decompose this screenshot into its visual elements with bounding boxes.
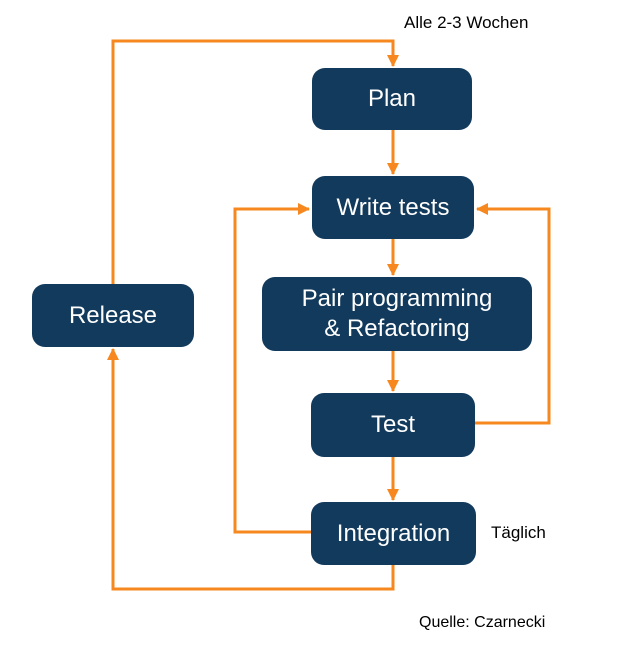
node-release: Release [32,284,194,347]
source-credit: Quelle: Czarnecki [419,614,546,631]
connector-integration-to-release [107,348,395,591]
daily-note: Täglich [491,523,546,542]
connector-test-to-write-tests [475,203,551,425]
connector-integration-to-write-tests [233,203,311,534]
node-write-tests: Write tests [312,176,474,239]
node-test-label: Test [370,411,415,438]
node-plan: Plan [312,68,472,130]
node-integration: Integration [311,502,476,565]
cycle-duration-note: Alle 2-3 Wochen [404,13,529,32]
node-plan-label: Plan [367,85,417,112]
node-pair-programming: Pair programming & Refactoring [262,277,532,351]
node-test: Test [311,393,475,457]
node-pair-programming-label-line1: Pair programming [301,285,493,312]
node-integration-label: Integration [336,519,451,547]
node-release-label: Release [68,301,158,329]
node-pair-programming-label-line2: & Refactoring [324,315,470,342]
node-write-tests-label: Write tests [336,193,450,221]
connector-release-to-plan [111,39,399,284]
